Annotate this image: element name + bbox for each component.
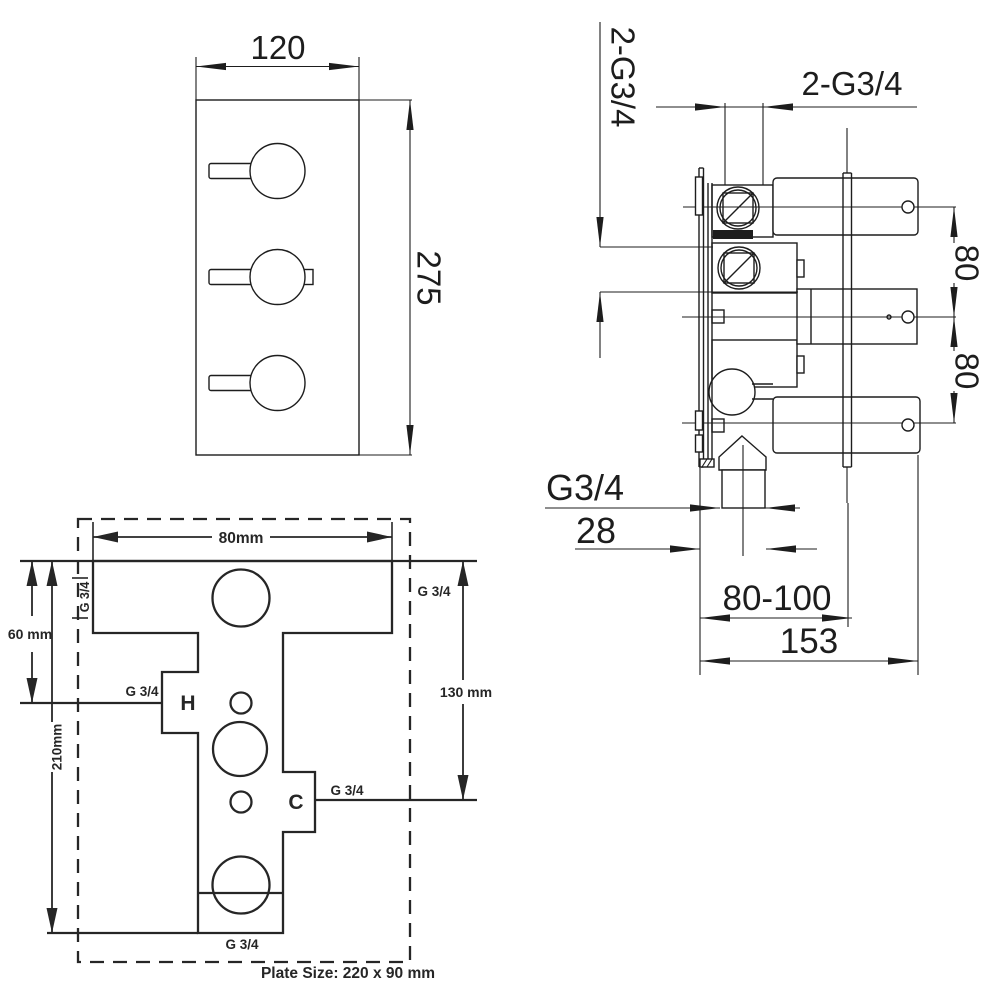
plate-hot-letter: H	[180, 692, 195, 715]
side-screw-mid	[901, 310, 915, 324]
front-height-dim-label: 275	[411, 250, 448, 305]
plate-thread-hot-label: G 3/4	[125, 684, 159, 699]
front-view: 120 275	[195, 29, 448, 456]
plate-cold-height-label: 130 mm	[440, 684, 492, 700]
plate-dashed-boundary	[76, 517, 412, 964]
plate-view: 80mm 60 mm 210mm 130 mm G 3/4 G 3/4 G 3/…	[8, 517, 492, 982]
plate-width-dimension: 80mm	[92, 522, 393, 561]
front-knob-bottom	[249, 354, 306, 412]
plate-size-caption: Plate Size: 220 x 90 mm	[261, 965, 435, 982]
plate-port-top	[211, 568, 271, 628]
side-port-symbol-mid	[717, 246, 761, 290]
plate-thread-bottom-label: G 3/4	[225, 937, 259, 952]
plate-port-middle	[211, 720, 269, 778]
side-view: 2-G3/4 2-G3/4 80 80 G3/4 28	[545, 22, 986, 675]
side-spacing-upper-label: 80	[949, 245, 986, 282]
side-seal-band	[713, 230, 753, 239]
plate-port-cold-small	[229, 790, 253, 814]
side-depth-range-label: 80-100	[723, 579, 832, 618]
plate-thread-cold-label: G 3/4	[330, 783, 364, 798]
plate-overall-height-dimension: 210mm	[46, 561, 65, 933]
side-port-symbol-top	[716, 186, 760, 230]
plate-hot-height-dimension: 60 mm	[8, 561, 52, 703]
side-spacing-lower-label: 80	[949, 353, 986, 390]
plate-cold-height-dimension: 130 mm	[440, 561, 492, 800]
plate-hot-height-label: 60 mm	[8, 626, 52, 642]
front-width-dim-label: 120	[250, 29, 305, 66]
side-wall-flange	[842, 128, 853, 503]
side-dimensions: 2-G3/4 2-G3/4 80 80 G3/4 28	[545, 22, 986, 675]
side-screw-bottom	[901, 418, 915, 432]
side-plate-tab-bottom	[711, 418, 725, 433]
front-knob-top	[249, 142, 306, 200]
side-outlet-offset-label: 28	[576, 510, 616, 551]
plate-port-bottom	[211, 855, 271, 915]
plate-thread-top-right-label: G 3/4	[417, 584, 451, 599]
plate-cold-letter: C	[288, 791, 303, 814]
front-knob-middle	[249, 248, 306, 306]
front-handle-knobs	[249, 142, 306, 412]
side-lower-valve-circle	[708, 368, 756, 416]
side-screw-top	[901, 200, 915, 214]
side-outlet-thread-label: G3/4	[546, 467, 624, 508]
side-top-ports-label: 2-G3/4	[802, 65, 903, 102]
plate-thread-top-left-label: G 3/4	[78, 582, 92, 613]
plate-valve-body-outline	[91, 559, 394, 935]
side-dot-mid	[886, 314, 892, 320]
side-vertical-ports-label: 2-G3/4	[605, 27, 642, 128]
side-mounting-plate	[694, 167, 715, 468]
plate-thread-labels: G 3/4 G 3/4 G 3/4 G 3/4 G 3/4 H C	[72, 577, 451, 952]
front-height-dimension: 275	[359, 99, 448, 456]
side-plate-foot-hatch	[699, 458, 715, 468]
front-width-dimension: 120	[195, 29, 360, 100]
side-overall-depth-label: 153	[780, 622, 838, 661]
plate-overall-height-label: 210mm	[50, 724, 65, 771]
plate-port-hot-small	[229, 691, 253, 715]
side-stub-mid	[796, 259, 805, 278]
front-handle-levers	[208, 162, 314, 392]
side-stub-lower	[796, 355, 805, 374]
side-cartridge-bottom	[772, 396, 921, 454]
plate-top-width-label: 80mm	[219, 530, 264, 547]
